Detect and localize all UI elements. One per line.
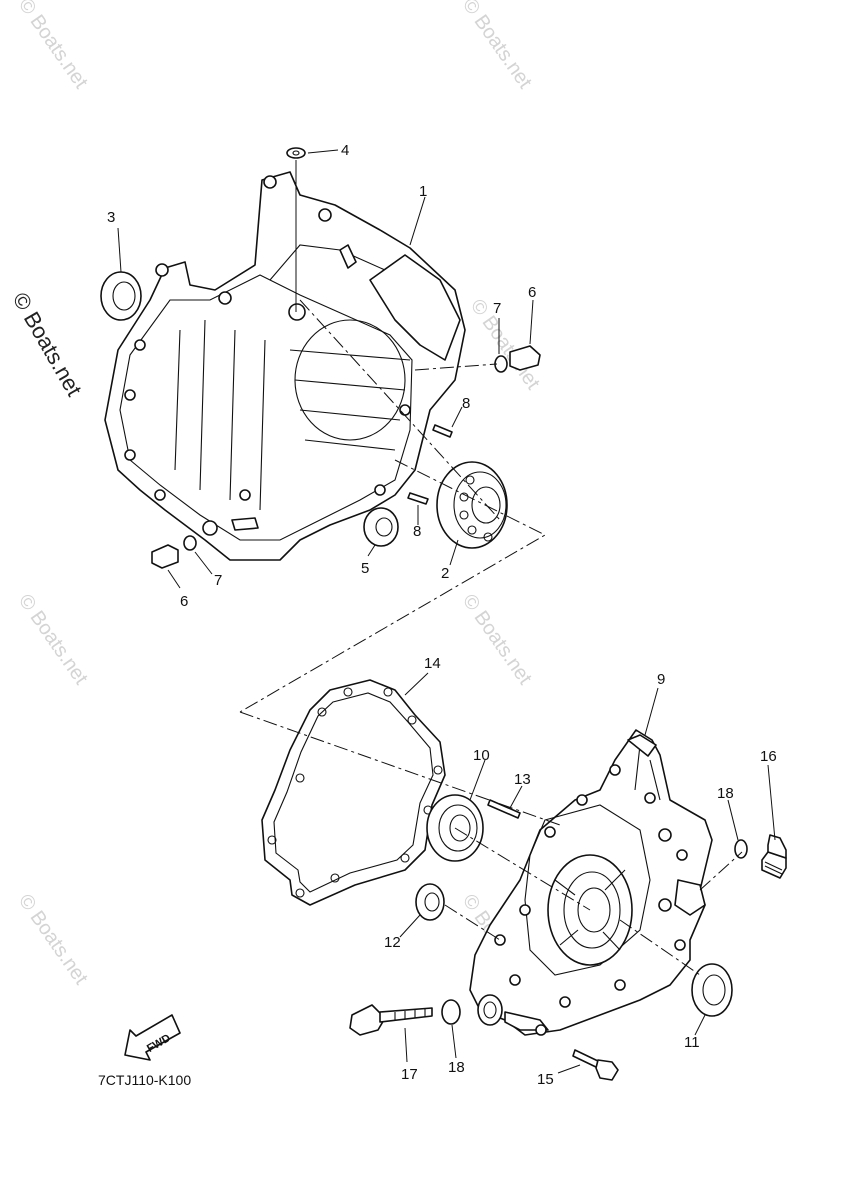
watermark-2: © Boats.net — [458, 0, 536, 93]
watermark-5: © Boats.net — [458, 590, 536, 689]
callout-8-upper: 8 — [462, 395, 470, 412]
watermark-4: © Boats.net — [14, 590, 92, 689]
callout-14: 14 — [424, 655, 441, 672]
callout-13: 13 — [514, 771, 531, 788]
dipstick-17 — [349, 1004, 433, 1036]
watermark-1: © Boats.net — [14, 0, 92, 93]
callout-18-upper: 18 — [717, 785, 734, 802]
diagram-code: 7CTJ110-K100 — [98, 1072, 191, 1088]
fwd-arrow-icon: FWD — [124, 1014, 181, 1061]
bearing-2 — [436, 461, 508, 549]
callout-numbers: 1 2 3 4 5 6 6 7 7 8 8 9 10 11 12 13 14 1… — [107, 142, 777, 1088]
callout-6-lower: 6 — [180, 593, 188, 610]
callout-15: 15 — [537, 1071, 554, 1088]
o-ring-18-upper — [734, 839, 748, 859]
callout-16: 16 — [760, 748, 777, 765]
callout-1: 1 — [419, 183, 427, 200]
oil-seal-12 — [415, 883, 445, 921]
oil-seal-11 — [691, 963, 733, 1017]
drain-bolt-6-upper — [494, 345, 541, 373]
leader-lines-upper — [117, 149, 547, 713]
callout-5: 5 — [361, 560, 369, 577]
bolt-15 — [572, 1049, 619, 1081]
callout-7-lower: 7 — [214, 572, 222, 589]
callout-18-lower: 18 — [448, 1059, 465, 1076]
o-ring-18-lower — [441, 999, 461, 1025]
callout-12: 12 — [384, 934, 401, 951]
callout-4: 4 — [341, 142, 349, 159]
dowel-pin-8-b — [407, 492, 429, 505]
drain-bolt-6-lower — [151, 535, 197, 569]
washer-4 — [286, 147, 306, 159]
callout-8-lower: 8 — [413, 523, 421, 540]
oil-seal-5 — [363, 507, 399, 547]
plug-16 — [761, 834, 787, 879]
watermark-6: © Boats.net — [14, 890, 92, 989]
watermark-side: © Boats.net — [8, 288, 87, 400]
crankcase-cover-9 — [469, 729, 713, 1036]
oil-seal-3 — [100, 271, 142, 321]
dowel-pin-8-a — [432, 424, 453, 438]
gasket-14 — [261, 679, 446, 906]
crankcase-assembly — [104, 171, 466, 561]
dowel-pin-13 — [487, 799, 521, 819]
callout-7-upper: 7 — [493, 300, 501, 317]
callout-3: 3 — [107, 209, 115, 226]
callout-11: 11 — [684, 1034, 700, 1051]
callout-17: 17 — [401, 1066, 418, 1083]
callout-10: 10 — [473, 747, 490, 764]
leader-lines-lower — [239, 672, 776, 1074]
callout-9: 9 — [657, 671, 665, 688]
callout-2: 2 — [441, 565, 449, 582]
callout-6-upper: 6 — [528, 284, 536, 301]
